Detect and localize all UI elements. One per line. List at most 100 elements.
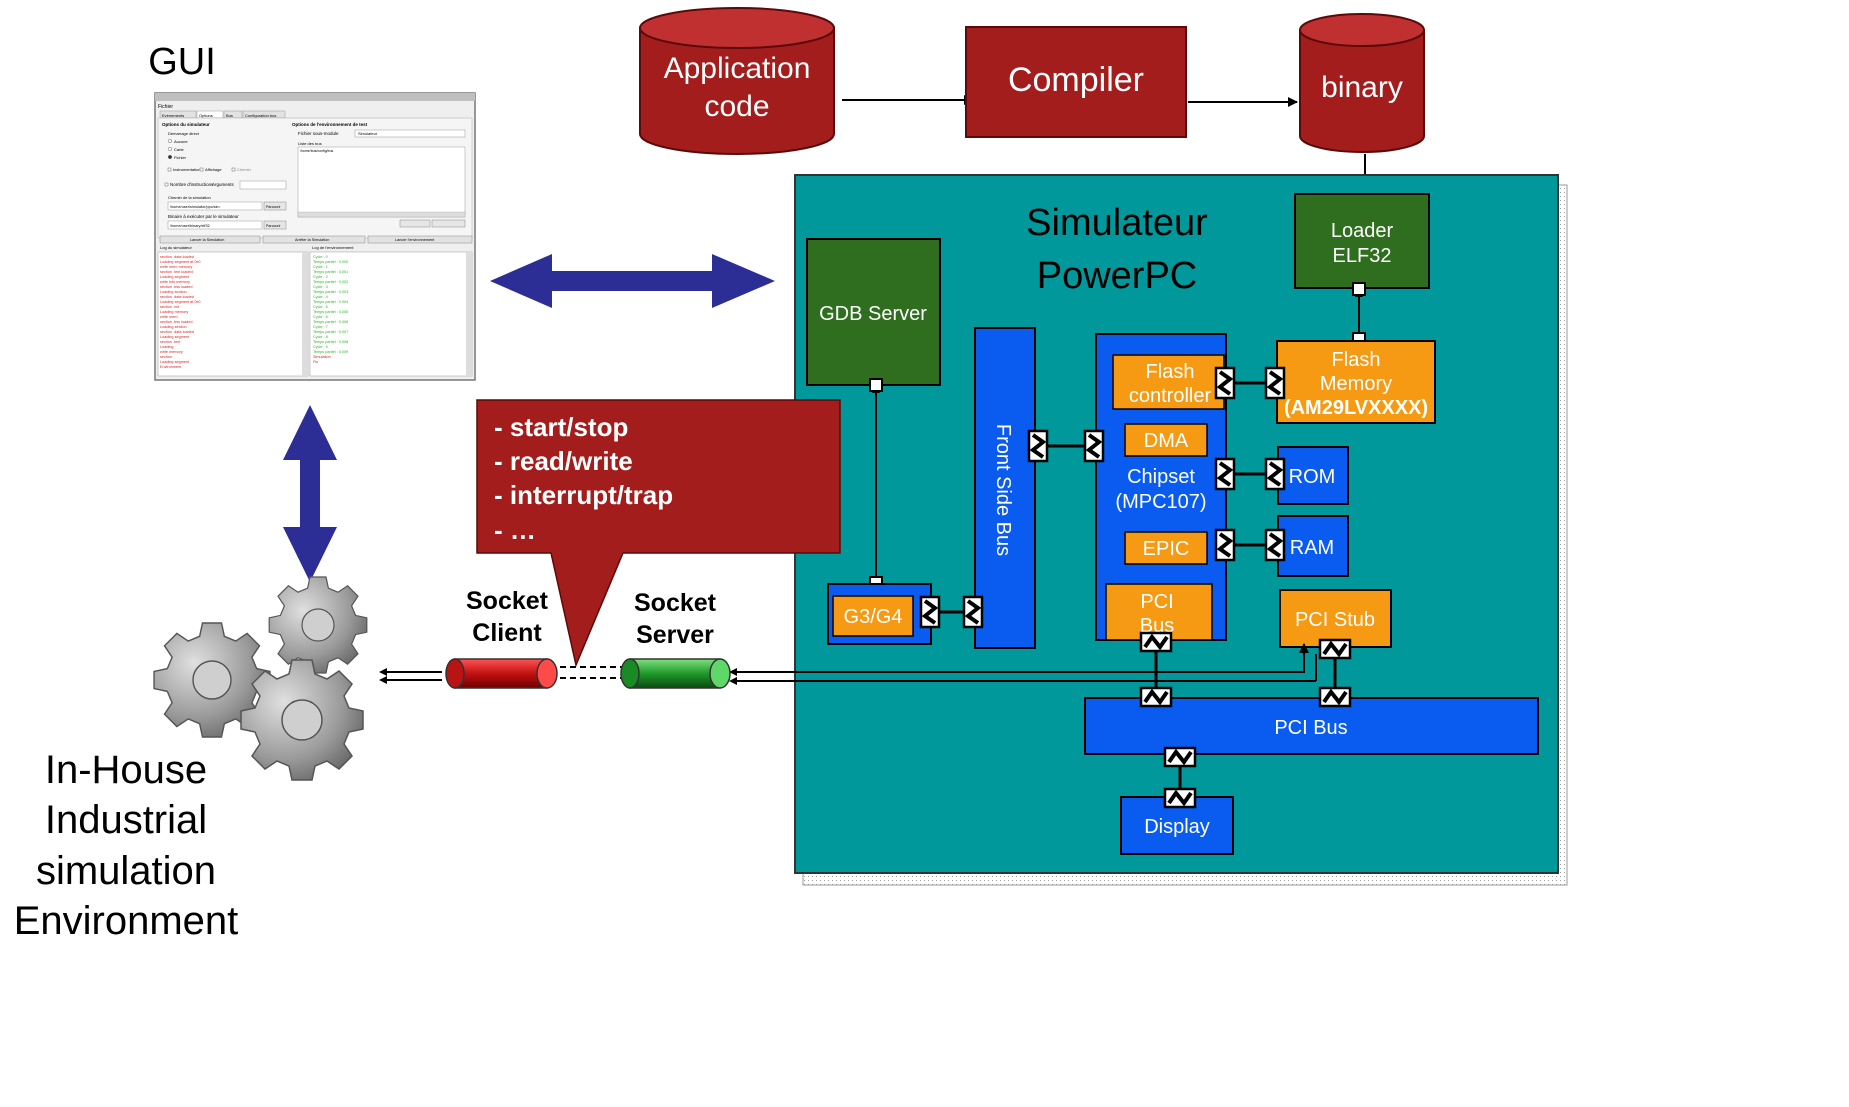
- g3g4-box: [832, 595, 914, 637]
- flash-memory-line1: Flash: [1332, 349, 1381, 371]
- gui-log-right-line: Cycle : 6: [313, 315, 328, 319]
- loader-line2: ELF32: [1333, 245, 1392, 267]
- gui-log-right-line: Cycle : 7: [313, 325, 328, 329]
- pci-bus-display-connector: [1163, 746, 1197, 768]
- gui-execute-value: /home/user/binary/elf32: [170, 224, 210, 228]
- gui-log-left-line: Loading segment at 0x0: [160, 260, 201, 264]
- gui-log-left-line: Loading segment: [160, 360, 190, 364]
- gdb-server-label: GDB Server: [819, 303, 927, 325]
- flash-memory-box: [1276, 340, 1436, 424]
- gui-test-file-label: Fichier sous-module: [298, 131, 339, 136]
- gui-log-right-line: Cycle : 1: [313, 265, 328, 269]
- socket-client-cylinder: [445, 658, 558, 689]
- gui-log-left-line: section .data loaded: [160, 330, 194, 334]
- application-code-line1: Application: [664, 52, 811, 85]
- gui-log-right-line: Cycle : 4: [313, 295, 328, 299]
- display-label: Display: [1144, 816, 1210, 838]
- pci-stub-label: PCI Stub: [1295, 609, 1375, 631]
- gui-log-left-line: write mem: [160, 315, 178, 319]
- chipset-fsb-connector: [1083, 429, 1105, 463]
- gui-log-left-line: section .data loaded: [160, 295, 194, 299]
- gui-log-left-line: write memory: [160, 350, 183, 354]
- chipset-line1: Chipset: [1127, 466, 1195, 488]
- gui-tab-4: Configuration bus: [245, 113, 276, 118]
- flash-controller-box: [1112, 354, 1225, 410]
- gui-log-right-line: Cycle : 3: [313, 285, 328, 289]
- gui-title: GUI: [148, 41, 216, 83]
- gui-radio-1: Aucune: [174, 139, 188, 144]
- gui-simulator-double-arrow: [490, 254, 775, 308]
- gui-log-right-line: Temps partiel : 0.007: [313, 330, 348, 334]
- gui-log-left-line: Loading segment at 0x0: [160, 300, 201, 304]
- pci-bus-stub-connector: [1318, 686, 1352, 708]
- gui-radio-title: Démarrage direct: [168, 131, 200, 136]
- socket-server-cylinder: [620, 658, 731, 689]
- gui-screenshot: Fichier Evénements Options Bus Configura…: [154, 92, 476, 381]
- pci-bus-inner-box: [1105, 583, 1213, 641]
- compiler-label: Compiler: [1008, 61, 1144, 99]
- socket-links: [379, 643, 1317, 685]
- socket-server-line1: Socket: [634, 589, 717, 617]
- gui-log-right-line: Cycle : 9: [313, 345, 328, 349]
- epic-label: EPIC: [1143, 538, 1190, 560]
- gui-action-2: Arrêter la Simulation: [295, 238, 329, 242]
- environment-line4: Environment: [14, 899, 239, 943]
- gui-check-3: Chemin: [237, 167, 251, 172]
- socket-client-line1: Socket: [466, 587, 549, 615]
- gui-log-right-line: Cycle : 0: [313, 255, 328, 259]
- rom-box: [1277, 446, 1349, 505]
- application-code-cylinder: Application code: [639, 7, 835, 155]
- binary-label: binary: [1321, 71, 1403, 104]
- gui-log-left-line: section .data loaded: [160, 255, 194, 259]
- gui-log-right-line: Temps partiel : 0.004: [313, 300, 348, 304]
- ram-connector: [1264, 528, 1286, 562]
- gui-tab-2: Options: [199, 113, 213, 118]
- gui-log-right-line: Cycle : 2: [313, 275, 328, 279]
- environment-line1: In-House: [45, 748, 207, 792]
- g3g4-label: G3/G4: [844, 606, 903, 628]
- gui-log-left-line: Loading: [160, 345, 174, 349]
- fsb-g3g4-connector: [962, 595, 984, 629]
- gui-sim-path-value: /home/user/simulator/ppc/sim: [170, 205, 220, 209]
- gui-tab-3: Bus: [226, 113, 233, 118]
- chipset-rom-connector: [1214, 457, 1236, 491]
- gui-arguments-label: Arguments: [212, 182, 235, 187]
- socket-server-line2: Server: [636, 621, 714, 649]
- binary-cylinder: binary: [1299, 13, 1425, 153]
- simulator-title-line1: Simulateur: [1026, 202, 1208, 244]
- gui-log-right-line: Simulation: [313, 355, 331, 359]
- g3g4-connector: [919, 595, 941, 629]
- gui-log-left-line: Loading section: [160, 290, 187, 294]
- gui-action-1: Lancer la Simulation: [190, 238, 224, 242]
- gui-log-right-line: Temps partiel : 0.001: [313, 270, 348, 274]
- gui-execute-label: Binaire à exécuter par le simulateur: [168, 214, 239, 219]
- flash-memory-part: (AM29LVXXXX): [1284, 397, 1428, 419]
- gui-tab-1: Evénements: [162, 113, 184, 118]
- flash-controller-connector: [1214, 366, 1236, 400]
- flash-memory-line2: Memory: [1320, 373, 1392, 395]
- gui-menu: Fichier: [158, 104, 173, 110]
- gui-log-right-line: Temps partiel : 0.008: [313, 340, 348, 344]
- callout-line4: - …: [494, 515, 536, 545]
- gui-log-left-line: write into memory: [160, 280, 190, 284]
- gui-browse-button-2: Parcourir: [266, 224, 281, 228]
- gui-instructions-label: Nombre d'instructions: [170, 182, 214, 187]
- gui-tabs: Evénements Options Bus Configuration bus: [159, 110, 286, 119]
- gui-log-left-line: section .text: [160, 340, 181, 344]
- gui-log-right-title: Log de l'environnement: [312, 245, 354, 250]
- flash-memory-connector: [1264, 366, 1286, 400]
- pci-bus-label: PCI Bus: [1274, 717, 1347, 739]
- dma-label: DMA: [1144, 430, 1189, 452]
- gui-log-left-line: write mem memory: [160, 265, 192, 269]
- gui-check-1: Instrumentation: [173, 167, 201, 172]
- environment-line3: simulation: [36, 849, 216, 893]
- gui-log-left-line: section .text loaded: [160, 270, 193, 274]
- pci-stub-connector: [1318, 638, 1352, 660]
- gui-log-left-line: section .bss loaded: [160, 320, 193, 324]
- gui-log-right-line: Temps partiel : 0.002: [313, 280, 348, 284]
- fsb-chipset-connector: [1027, 429, 1049, 463]
- gui-log-left-title: Log du simulateur: [160, 245, 192, 250]
- gui-log-left-line: Environment: [160, 365, 182, 369]
- gui-log-right-line: Fin: [313, 360, 318, 364]
